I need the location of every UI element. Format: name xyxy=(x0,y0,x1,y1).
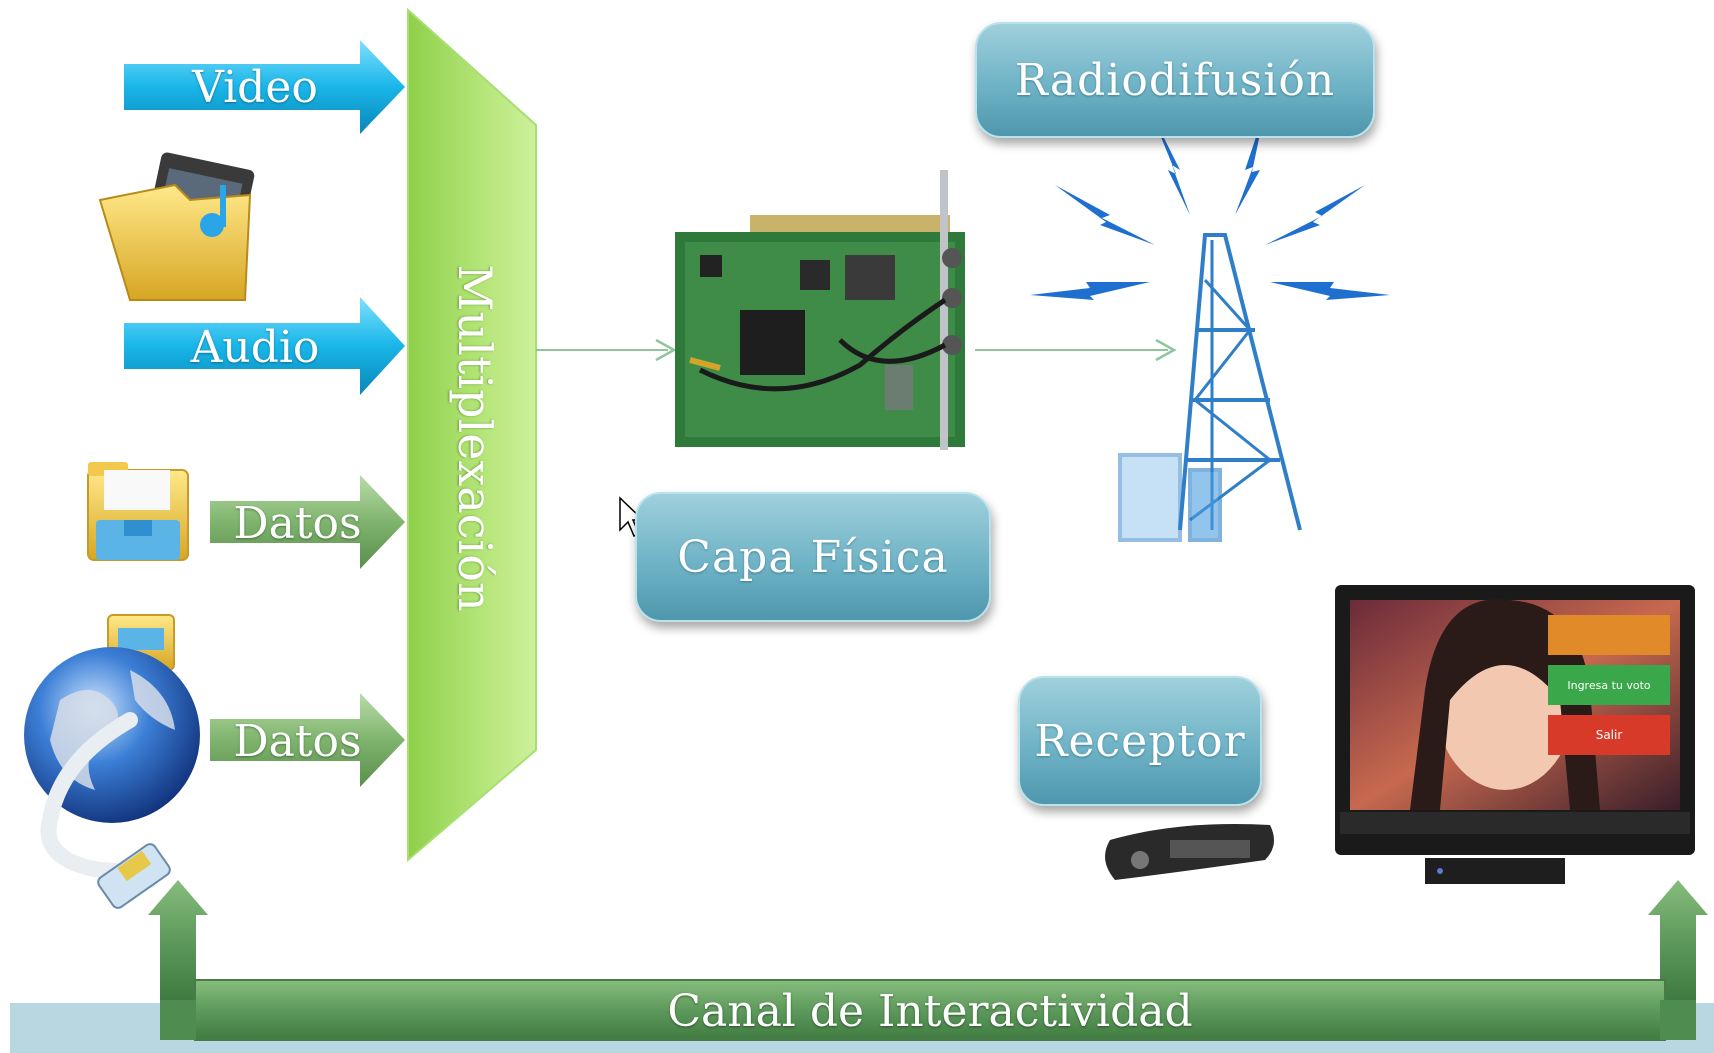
remote-control-icon xyxy=(1105,824,1274,880)
media-folder-icon xyxy=(98,152,255,301)
tuner-card-image xyxy=(675,170,965,450)
receptor-box: Receptor xyxy=(1018,676,1262,806)
canal-interactividad-label: Canal de Interactividad xyxy=(667,985,1193,1037)
data-folder-icon xyxy=(87,462,189,561)
tv-set-image xyxy=(1335,585,1695,884)
channel-right-up-arrow xyxy=(1648,880,1708,1000)
multiplexer-shape xyxy=(407,7,537,863)
receptor-label: Receptor xyxy=(1034,715,1246,767)
tv-vote-label: Ingresa tu voto xyxy=(1567,678,1651,692)
capa-fisica-box: Capa Física xyxy=(635,492,991,622)
card-to-tower-arrowhead xyxy=(1155,338,1177,362)
lightning-icons xyxy=(1030,110,1390,300)
video-arrow xyxy=(124,40,405,134)
video-label: Video xyxy=(192,61,318,113)
broadcast-tower-icon xyxy=(1118,233,1302,542)
audio-arrow xyxy=(124,297,405,395)
datos-label-1: Datos xyxy=(233,497,362,549)
datos-arrow-1 xyxy=(210,475,405,569)
datos-label-2: Datos xyxy=(233,715,362,767)
audio-label: Audio xyxy=(190,321,320,373)
channel-bar xyxy=(194,979,1666,1041)
channel-left-up-arrow xyxy=(148,880,208,1000)
datos-arrow-2 xyxy=(210,693,405,787)
multiplexacion-label: Multiplexación xyxy=(448,264,502,612)
globe-network-icon xyxy=(24,614,200,909)
mux-to-card-arrowhead xyxy=(655,338,677,362)
radiodifusion-box: Radiodifusión xyxy=(975,22,1375,138)
capa-fisica-label: Capa Física xyxy=(677,531,949,583)
tv-exit-label: Salir xyxy=(1595,728,1623,742)
radiodifusion-label: Radiodifusión xyxy=(1014,54,1336,106)
